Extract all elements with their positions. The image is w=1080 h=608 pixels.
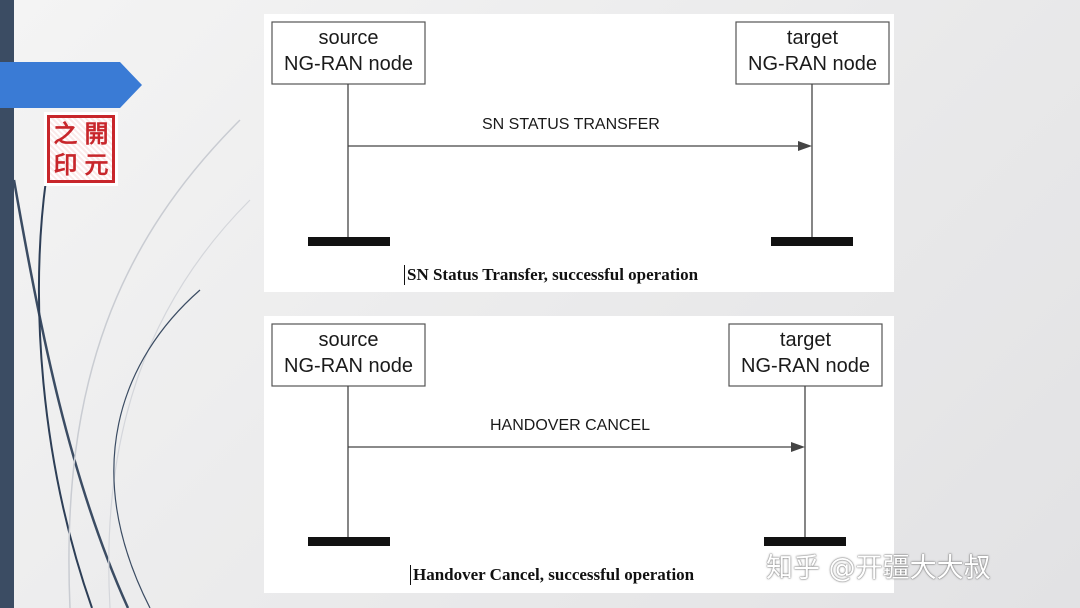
source-node-label: source NG-RAN node bbox=[284, 27, 413, 75]
blue-arrow-tab bbox=[0, 62, 142, 108]
source-end-bar bbox=[308, 537, 390, 546]
target-end-bar bbox=[771, 237, 853, 246]
sequence-diagram-sn-status-transfer: source NG-RAN node target NG-RAN node SN… bbox=[264, 14, 894, 292]
diagram-caption: Handover Cancel, successful operation bbox=[410, 565, 694, 585]
sequence-diagram-handover-cancel: source NG-RAN node target NG-RAN node HA… bbox=[264, 316, 894, 593]
decorative-swoosh-lines bbox=[12, 119, 251, 608]
message-label: SN STATUS TRANSFER bbox=[482, 116, 660, 133]
message-arrow-head bbox=[791, 442, 805, 452]
target-end-bar bbox=[764, 537, 846, 546]
seal-char: 之 bbox=[53, 118, 78, 148]
target-node-box bbox=[735, 21, 890, 85]
source-end-bar bbox=[308, 237, 390, 246]
diagram-caption: SN Status Transfer, successful operation bbox=[404, 265, 698, 285]
diagram-lines bbox=[271, 21, 890, 246]
seal-stamp-logo: 之 開 印 元 bbox=[44, 112, 118, 186]
seal-char: 開 bbox=[84, 118, 109, 148]
target-node-label: target NG-RAN node bbox=[748, 27, 877, 75]
seal-char: 印 bbox=[53, 149, 78, 179]
target-node-label: target NG-RAN node bbox=[741, 329, 870, 377]
target-node-box bbox=[728, 323, 883, 387]
diagram-lines bbox=[271, 323, 883, 546]
source-node-box bbox=[271, 323, 426, 387]
message-label: HANDOVER CANCEL bbox=[490, 417, 651, 434]
slide-left-bar bbox=[0, 0, 14, 608]
seal-char: 元 bbox=[84, 149, 109, 179]
message-arrow-head bbox=[798, 141, 812, 151]
watermark-text: 知乎 @开疆大大叔 bbox=[766, 553, 991, 584]
source-node-box bbox=[271, 21, 426, 85]
source-node-label: source NG-RAN node bbox=[284, 329, 413, 377]
